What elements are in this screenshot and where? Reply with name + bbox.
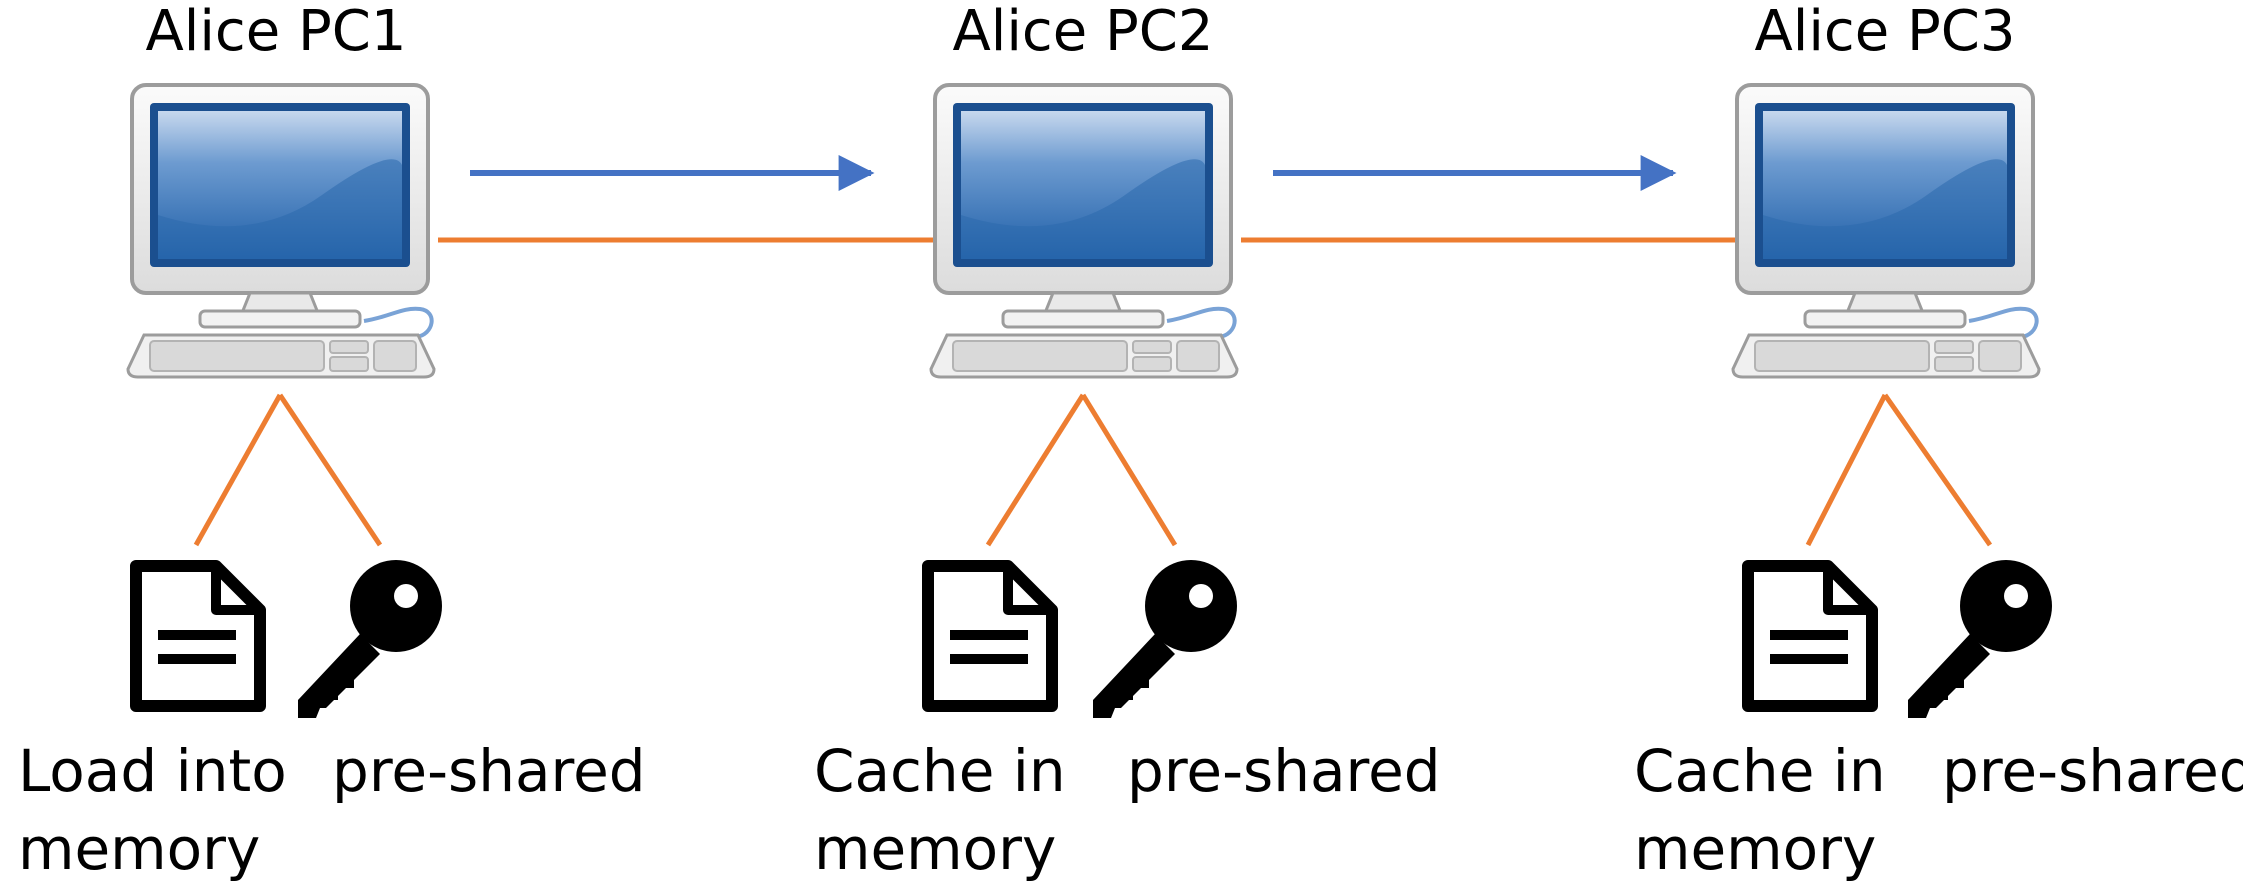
document-caption-line: memory: [18, 815, 261, 883]
key-icon: [1093, 560, 1237, 718]
doc-link-line: [193, 393, 283, 547]
document-caption-line: memory: [814, 815, 1057, 883]
computer-icon: [1731, 83, 2041, 379]
key-caption: pre-shared: [1942, 737, 2243, 805]
computer-title: Alice PC1: [145, 0, 407, 64]
nodes-layer: [126, 83, 2052, 718]
document-caption-line: Load into: [18, 737, 287, 805]
document-caption-line: memory: [1634, 815, 1877, 883]
key-caption: pre-shared: [1127, 737, 1441, 805]
document-icon: [136, 566, 260, 706]
computer-title: Alice PC2: [952, 0, 1214, 64]
key-icon: [298, 560, 442, 718]
key-link-line: [1080, 393, 1178, 547]
doc-link-line: [1805, 393, 1888, 547]
computer-icon: [929, 83, 1239, 379]
key-link-line: [1882, 393, 1993, 547]
key-icon: [1908, 560, 2052, 718]
computer-icon: [126, 83, 436, 379]
edges-layer: [193, 155, 1993, 547]
computer-title: Alice PC3: [1754, 0, 2016, 64]
document-icon: [928, 566, 1052, 706]
document-caption-line: Cache in: [1634, 737, 1886, 805]
document-icon: [1748, 566, 1872, 706]
key-link-line: [277, 393, 383, 547]
document-caption-line: Cache in: [814, 737, 1066, 805]
key-caption: pre-shared: [332, 737, 646, 805]
doc-link-line: [985, 393, 1086, 547]
